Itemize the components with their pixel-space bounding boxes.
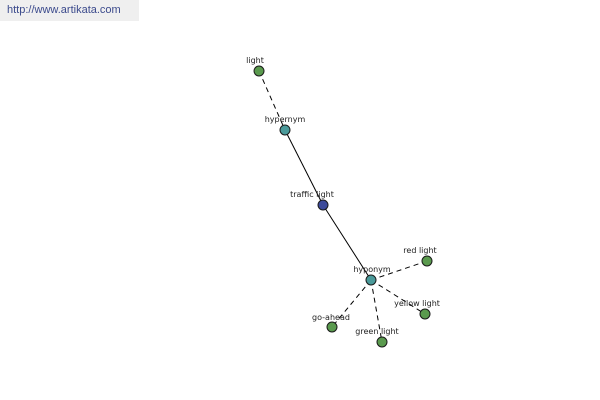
node-circle-traffic-light[interactable] bbox=[317, 199, 329, 211]
node-label-go-ahead: go-ahead bbox=[312, 313, 350, 322]
node-circle-hyponym[interactable] bbox=[365, 274, 377, 286]
node-label-light: light bbox=[246, 56, 264, 65]
graph-nodes: light hypernym traffic light hyponym red lig… bbox=[246, 56, 440, 348]
node-green-light[interactable]: green light bbox=[355, 327, 399, 348]
edge-hyponym-red-light bbox=[370, 260, 428, 281]
node-go-ahead[interactable]: go-ahead bbox=[312, 313, 350, 333]
graph-edges bbox=[258, 70, 428, 343]
edge-hyponym-yellow-light bbox=[370, 279, 426, 315]
node-label-traffic-light: traffic light bbox=[290, 190, 334, 199]
node-label-yellow-light: yellow light bbox=[394, 299, 440, 308]
edge-traffic-light-hyponym bbox=[322, 204, 372, 281]
node-label-hypernym: hypernym bbox=[265, 115, 306, 124]
node-circle-hypernym[interactable] bbox=[279, 124, 291, 136]
edge-hypernym-traffic-light bbox=[284, 129, 324, 206]
node-light[interactable]: light bbox=[246, 56, 265, 77]
node-label-green-light: green light bbox=[355, 327, 398, 336]
source-link[interactable]: http://www.artikata.com bbox=[0, 0, 139, 21]
node-circle-green-light[interactable] bbox=[376, 336, 388, 348]
node-hyponym[interactable]: hyponym bbox=[353, 265, 391, 286]
node-traffic-light[interactable]: traffic light bbox=[290, 190, 334, 211]
edge-light-hypernym bbox=[258, 70, 286, 131]
node-label-red-light: red light bbox=[403, 246, 436, 255]
edge-hyponym-go-ahead bbox=[331, 279, 372, 328]
node-label-hyponym: hyponym bbox=[353, 265, 391, 274]
node-circle-red-light[interactable] bbox=[421, 255, 433, 267]
edge-hyponym-green-light bbox=[370, 279, 383, 343]
node-circle-light[interactable] bbox=[253, 65, 265, 77]
node-hypernym[interactable]: hypernym bbox=[265, 115, 306, 136]
node-circle-yellow-light[interactable] bbox=[419, 308, 431, 320]
node-yellow-light[interactable]: yellow light bbox=[394, 299, 440, 320]
node-circle-go-ahead[interactable] bbox=[326, 321, 338, 333]
node-red-light[interactable]: red light bbox=[403, 246, 437, 267]
